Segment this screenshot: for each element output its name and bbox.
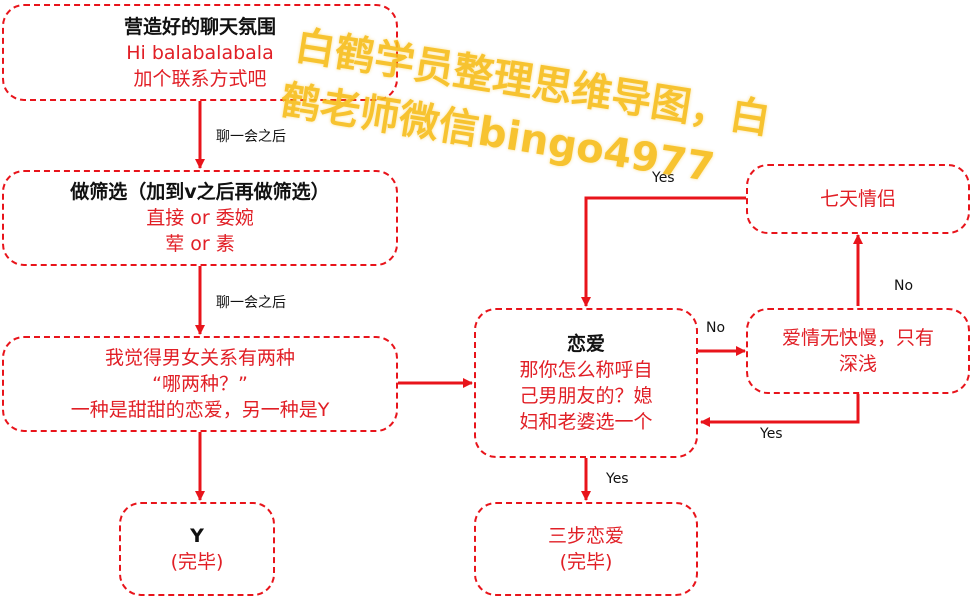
node-line: 三步恋爱: [547, 525, 624, 547]
node-love: 恋爱 那你怎么称呼自 己男朋友的？媳 妇和老婆选一个: [474, 308, 698, 458]
node-line: 那你怎么称呼自: [519, 359, 653, 381]
node-line: 加个联系方式吧: [133, 67, 267, 90]
node-y-end: Y (完毕): [119, 502, 275, 596]
node-line: 爱情无快慢，只有: [781, 327, 934, 349]
node-title: Y: [190, 525, 204, 547]
node-line: 一种是甜甜的恋爱，另一种是Y: [70, 399, 330, 421]
node-line: Hi balabalabala: [126, 41, 274, 64]
edge-label-yes: Yes: [652, 170, 675, 186]
node-line: 七天情侣: [819, 188, 896, 210]
node-line: “哪两种？”: [152, 373, 248, 395]
node-depth: 爱情无快慢，只有 深浅: [746, 308, 970, 394]
edge-label-yes: Yes: [760, 426, 783, 442]
node-title: 恋爱: [566, 333, 605, 355]
node-line: 妇和老婆选一个: [519, 411, 653, 433]
edge-label-no: No: [706, 320, 726, 336]
node-line: 己男朋友的？媳: [519, 385, 653, 407]
node-title: 营造好的聊天氛围: [123, 15, 276, 38]
node-seven-days: 七天情侣: [746, 164, 970, 234]
node-line: 直接 or 委婉: [146, 207, 254, 229]
node-line: 深浅: [838, 353, 877, 375]
node-three-step: 三步恋爱 (完毕): [474, 502, 698, 596]
node-atmosphere: 营造好的聊天氛围 Hi balabalabala 加个联系方式吧: [2, 4, 398, 101]
node-title: 做筛选（加到v之后再做筛选）: [70, 181, 330, 203]
node-filter: 做筛选（加到v之后再做筛选） 直接 or 委婉 荤 or 素: [2, 170, 398, 266]
node-line: 我觉得男女关系有两种: [104, 347, 295, 369]
edge-depth-love: [700, 394, 860, 427]
node-line: (完毕): [170, 551, 224, 573]
edge-label-yes: Yes: [606, 471, 629, 487]
edge-label-chat-after-2: 聊一会之后: [216, 295, 286, 311]
node-relationship: 我觉得男女关系有两种 “哪两种？” 一种是甜甜的恋爱，另一种是Y: [2, 336, 398, 432]
edge-seven-love: [581, 196, 746, 307]
node-line: 荤 or 素: [165, 233, 235, 255]
node-line: (完毕): [559, 551, 613, 573]
edge-label-no: No: [894, 278, 914, 294]
edge-label-chat-after-1: 聊一会之后: [216, 129, 286, 145]
